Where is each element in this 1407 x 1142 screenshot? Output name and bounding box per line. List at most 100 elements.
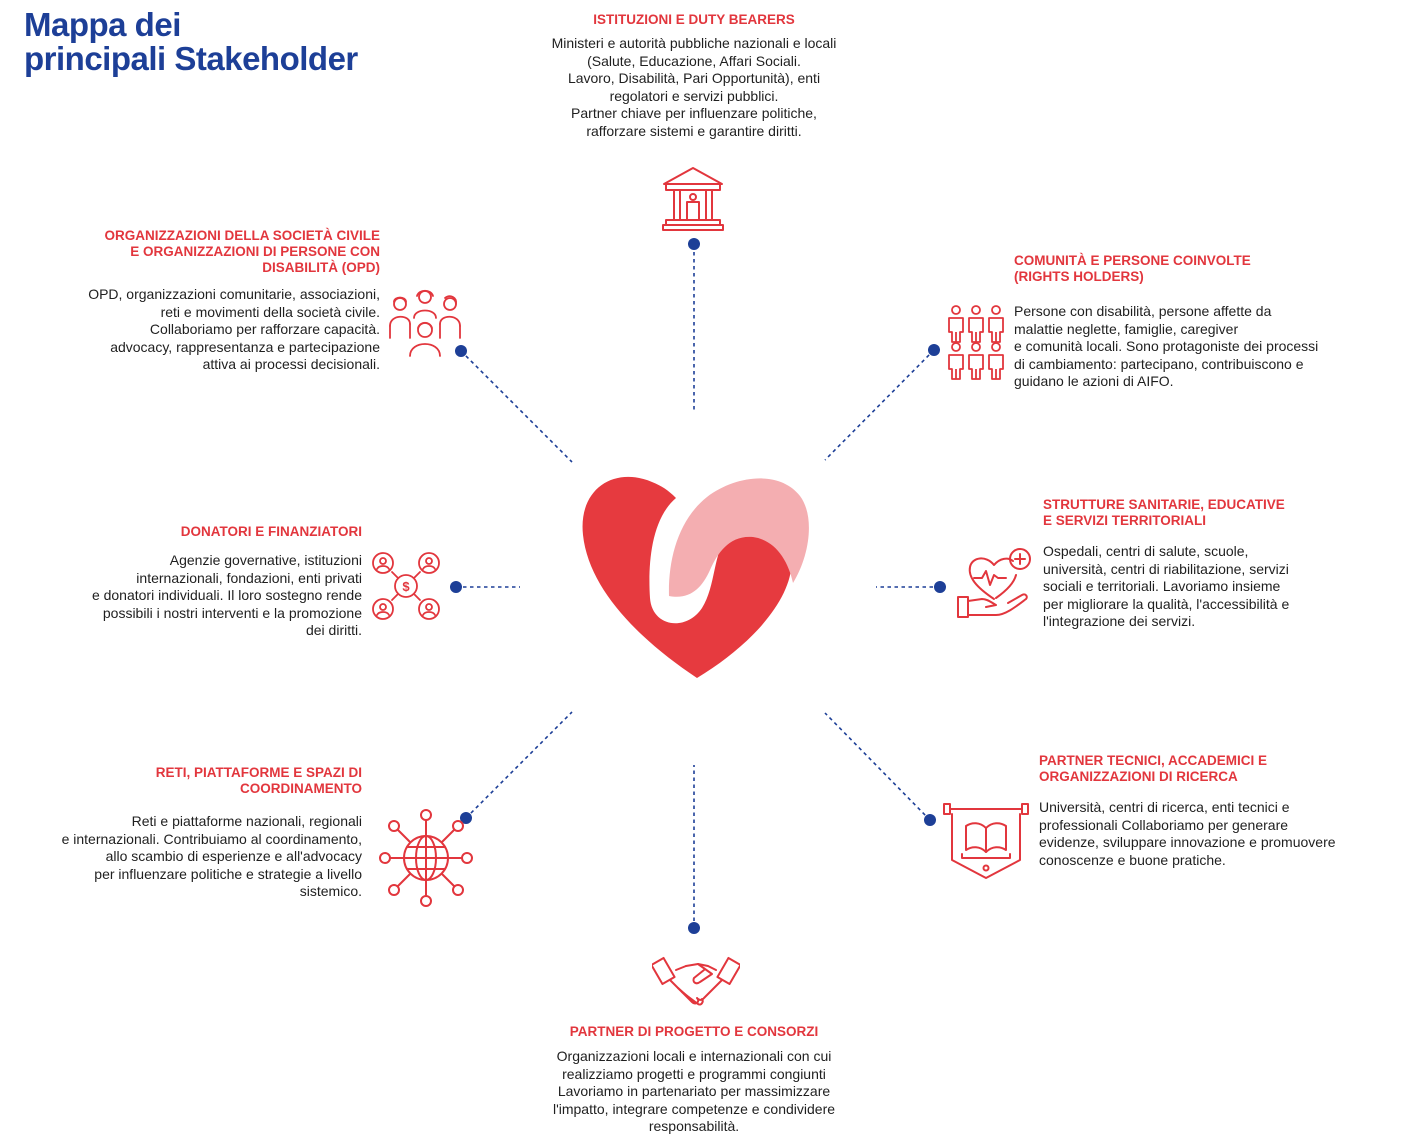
stakeholder-partner-tecnici-description: Università, centri di ricerca, enti tecn… xyxy=(1039,799,1401,869)
academic-book-banner-icon xyxy=(943,803,1029,879)
body-line: Reti e piattaforme nazionali, regionali xyxy=(131,813,362,829)
stakeholder-comunita-description: Persone con disabilità, persone affette … xyxy=(1014,303,1394,391)
heart-logo-red-shape xyxy=(582,476,792,678)
body-line: Lavoro, Disabilità, Pari Opportunità), e… xyxy=(567,70,821,86)
body-line: guidano le azioni di AIFO. xyxy=(1014,373,1174,389)
stakeholder-strutture: STRUTTURE SANITARIE, EDUCATIVE E SERVIZI… xyxy=(1043,497,1393,631)
heading-line: E SERVIZI TERRITORIALI xyxy=(1043,513,1207,528)
dot-top xyxy=(688,238,700,250)
stakeholder-donatori-heading: DONATORI E FINANZIATORI xyxy=(20,524,362,540)
stakeholder-partner-tecnici-heading: PARTNER TECNICI, ACCADEMICI E ORGANIZZAZ… xyxy=(1039,753,1401,785)
body-line: Partner chiave per influenzare politiche… xyxy=(571,105,817,121)
body-line: università, centri di riabilitazione, se… xyxy=(1043,560,1289,577)
body-line: sociali e territoriali. Lavoriamo insiem… xyxy=(1043,578,1281,594)
stakeholder-societa-civile-heading: ORGANIZZAZIONI DELLA SOCIETÀ CIVILE E OR… xyxy=(10,228,381,276)
body-line: responsabilità. xyxy=(648,1118,740,1134)
body-line: l'impatto, integrare competenze e condiv… xyxy=(552,1100,836,1117)
dot-top-right xyxy=(928,344,940,356)
body-line: per migliorare la qualità, l'accessibili… xyxy=(1043,595,1290,612)
body-line: Collaboriamo per rafforzare capacità. xyxy=(149,321,380,337)
stakeholder-reti-heading: RETI, PIATTAFORME E SPAZI DI COORDINAMEN… xyxy=(4,765,362,797)
connector-lines xyxy=(456,245,940,928)
body-line: Università, centri di ricerca, enti tecn… xyxy=(1039,799,1290,815)
stakeholder-societa-civile-description: OPD, organizzazioni comunitarie, associa… xyxy=(10,286,380,374)
connector-bottom-left xyxy=(465,711,573,819)
body-line: evidenze, sviluppare innovazione e promu… xyxy=(1039,834,1336,850)
dot-bottom-right xyxy=(924,814,936,826)
stakeholder-comunita-heading: COMUNITÀ E PERSONE COINVOLTE (RIGHTS HOL… xyxy=(1014,253,1394,285)
dot-bottom xyxy=(688,922,700,934)
body-line: Organizzazioni locali e internazionali c… xyxy=(556,1048,832,1064)
heading-line: ORGANIZZAZIONI DELLA SOCIETÀ CIVILE xyxy=(104,228,381,243)
body-line: internazionali, fondazioni, enti privati xyxy=(136,569,362,586)
stakeholder-reti: RETI, PIATTAFORME E SPAZI DI COORDINAMEN… xyxy=(4,765,362,901)
body-line: di cambiamento: partecipano, contribuisc… xyxy=(1014,355,1304,372)
stakeholder-strutture-heading: STRUTTURE SANITARIE, EDUCATIVE E SERVIZI… xyxy=(1043,497,1393,529)
dot-right xyxy=(934,581,946,593)
stakeholder-reti-description: Reti e piattaforme nazionali, regionali … xyxy=(4,813,362,901)
body-line: e comunità locali. Sono protagoniste dei… xyxy=(1014,338,1319,354)
stakeholder-strutture-description: Ospedali, centri di salute, scuole, univ… xyxy=(1043,543,1393,631)
dot-left xyxy=(450,581,462,593)
stakeholder-istituzioni: ISTITUZIONI E DUTY BEARERS Ministeri e a… xyxy=(488,12,900,140)
stakeholder-partner-tecnici: PARTNER TECNICI, ACCADEMICI E ORGANIZZAZ… xyxy=(1039,753,1401,869)
stakeholder-istituzioni-heading: ISTITUZIONI E DUTY BEARERS xyxy=(488,12,900,28)
page-title-line-1: Mappa dei xyxy=(24,6,181,43)
body-line: conoscenze e buone pratiche. xyxy=(1039,851,1226,868)
body-line: possibili i nostri interventi e la promo… xyxy=(102,604,362,621)
page-title: Mappa dei principali Stakeholder xyxy=(24,8,424,76)
healthcare-hand-heart-icon xyxy=(957,548,1031,618)
body-line: dei diritti. xyxy=(305,622,362,638)
svg-text:$: $ xyxy=(402,579,410,594)
body-line: per influenzare politiche e strategie a … xyxy=(94,865,362,882)
body-line: e donatori individuali. Il loro sostegno… xyxy=(91,587,362,603)
heading-line: PARTNER DI PROGETTO E CONSORZI xyxy=(569,1024,819,1039)
body-line: OPD, organizzazioni comunitarie, associa… xyxy=(88,286,380,302)
stakeholder-societa-civile: ORGANIZZAZIONI DELLA SOCIETÀ CIVILE E OR… xyxy=(10,228,380,374)
body-line: sistemico. xyxy=(299,883,362,899)
heading-line: COMUNITÀ E PERSONE COINVOLTE xyxy=(1014,253,1251,268)
heading-line: STRUTTURE SANITARIE, EDUCATIVE xyxy=(1043,497,1285,512)
heading-line: ORGANIZZAZIONI DI RICERCA xyxy=(1039,769,1238,784)
body-line: (Salute, Educazione, Affari Sociali. xyxy=(587,52,801,69)
heart-logo-pink-shape xyxy=(668,478,809,597)
heading-line: DISABILITÀ (OPD) xyxy=(262,260,380,275)
heading-line: ISTITUZIONI E DUTY BEARERS xyxy=(593,12,795,27)
stakeholder-istituzioni-description: Ministeri e autorità pubbliche nazionali… xyxy=(488,35,900,140)
body-line: malattie neglette, famiglie, caregiver xyxy=(1014,320,1239,337)
government-building-icon xyxy=(662,167,724,231)
heading-line: (RIGHTS HOLDERS) xyxy=(1014,269,1144,284)
body-line: allo scambio di esperienze e all'advocac… xyxy=(105,848,362,864)
body-line: reti e movimenti della società civile. xyxy=(160,303,380,320)
donors-money-icon: $ xyxy=(372,552,440,620)
stakeholder-comunita: COMUNITÀ E PERSONE COINVOLTE (RIGHTS HOL… xyxy=(1014,253,1394,391)
body-line: Persone con disabilità, persone affette … xyxy=(1014,303,1272,319)
civil-society-group-icon xyxy=(389,289,461,357)
heading-line: E ORGANIZZAZIONI DI PERSONE CON xyxy=(130,244,380,259)
handshake-icon xyxy=(652,956,740,1006)
stakeholder-donatori-description: Agenzie governative, istituzioni interna… xyxy=(20,552,362,640)
body-line: l'integrazione dei servizi. xyxy=(1043,613,1196,629)
body-line: Ospedali, centri di salute, scuole, xyxy=(1043,543,1249,559)
heading-line: PARTNER TECNICI, ACCADEMICI E xyxy=(1039,753,1268,768)
body-line: Ministeri e autorità pubbliche nazionali… xyxy=(551,35,837,51)
heading-line: COORDINAMENTO xyxy=(239,781,362,796)
body-line: professionali Collaboriamo per generare xyxy=(1039,816,1289,833)
stakeholder-partner-progetto-description: Organizzazioni locali e internazionali c… xyxy=(488,1048,900,1136)
connector-bottom-right xyxy=(824,712,931,821)
stakeholder-donatori: DONATORI E FINANZIATORI Agenzie governat… xyxy=(20,524,362,640)
page-title-line-2: principali Stakeholder xyxy=(24,40,358,77)
connector-top-right xyxy=(824,349,935,461)
stakeholder-partner-progetto: PARTNER DI PROGETTO E CONSORZI Organizza… xyxy=(488,1024,900,1136)
body-line: regolatori e servizi pubblici. xyxy=(609,87,779,104)
body-line: Agenzie governative, istituzioni xyxy=(169,552,362,568)
connector-dots xyxy=(450,238,946,934)
people-group-icon xyxy=(948,305,1004,380)
body-line: rafforzare sistemi e garantire diritti. xyxy=(586,122,802,139)
body-line: e internazionali. Contribuiamo al coordi… xyxy=(61,830,362,847)
heading-line: DONATORI E FINANZIATORI xyxy=(180,524,362,539)
globe-network-icon xyxy=(379,809,473,907)
body-line: advocacy, rappresentanza e partecipazion… xyxy=(110,338,380,355)
heading-line: RETI, PIATTAFORME E SPAZI DI xyxy=(155,765,362,780)
heart-logo-icon xyxy=(582,476,809,678)
